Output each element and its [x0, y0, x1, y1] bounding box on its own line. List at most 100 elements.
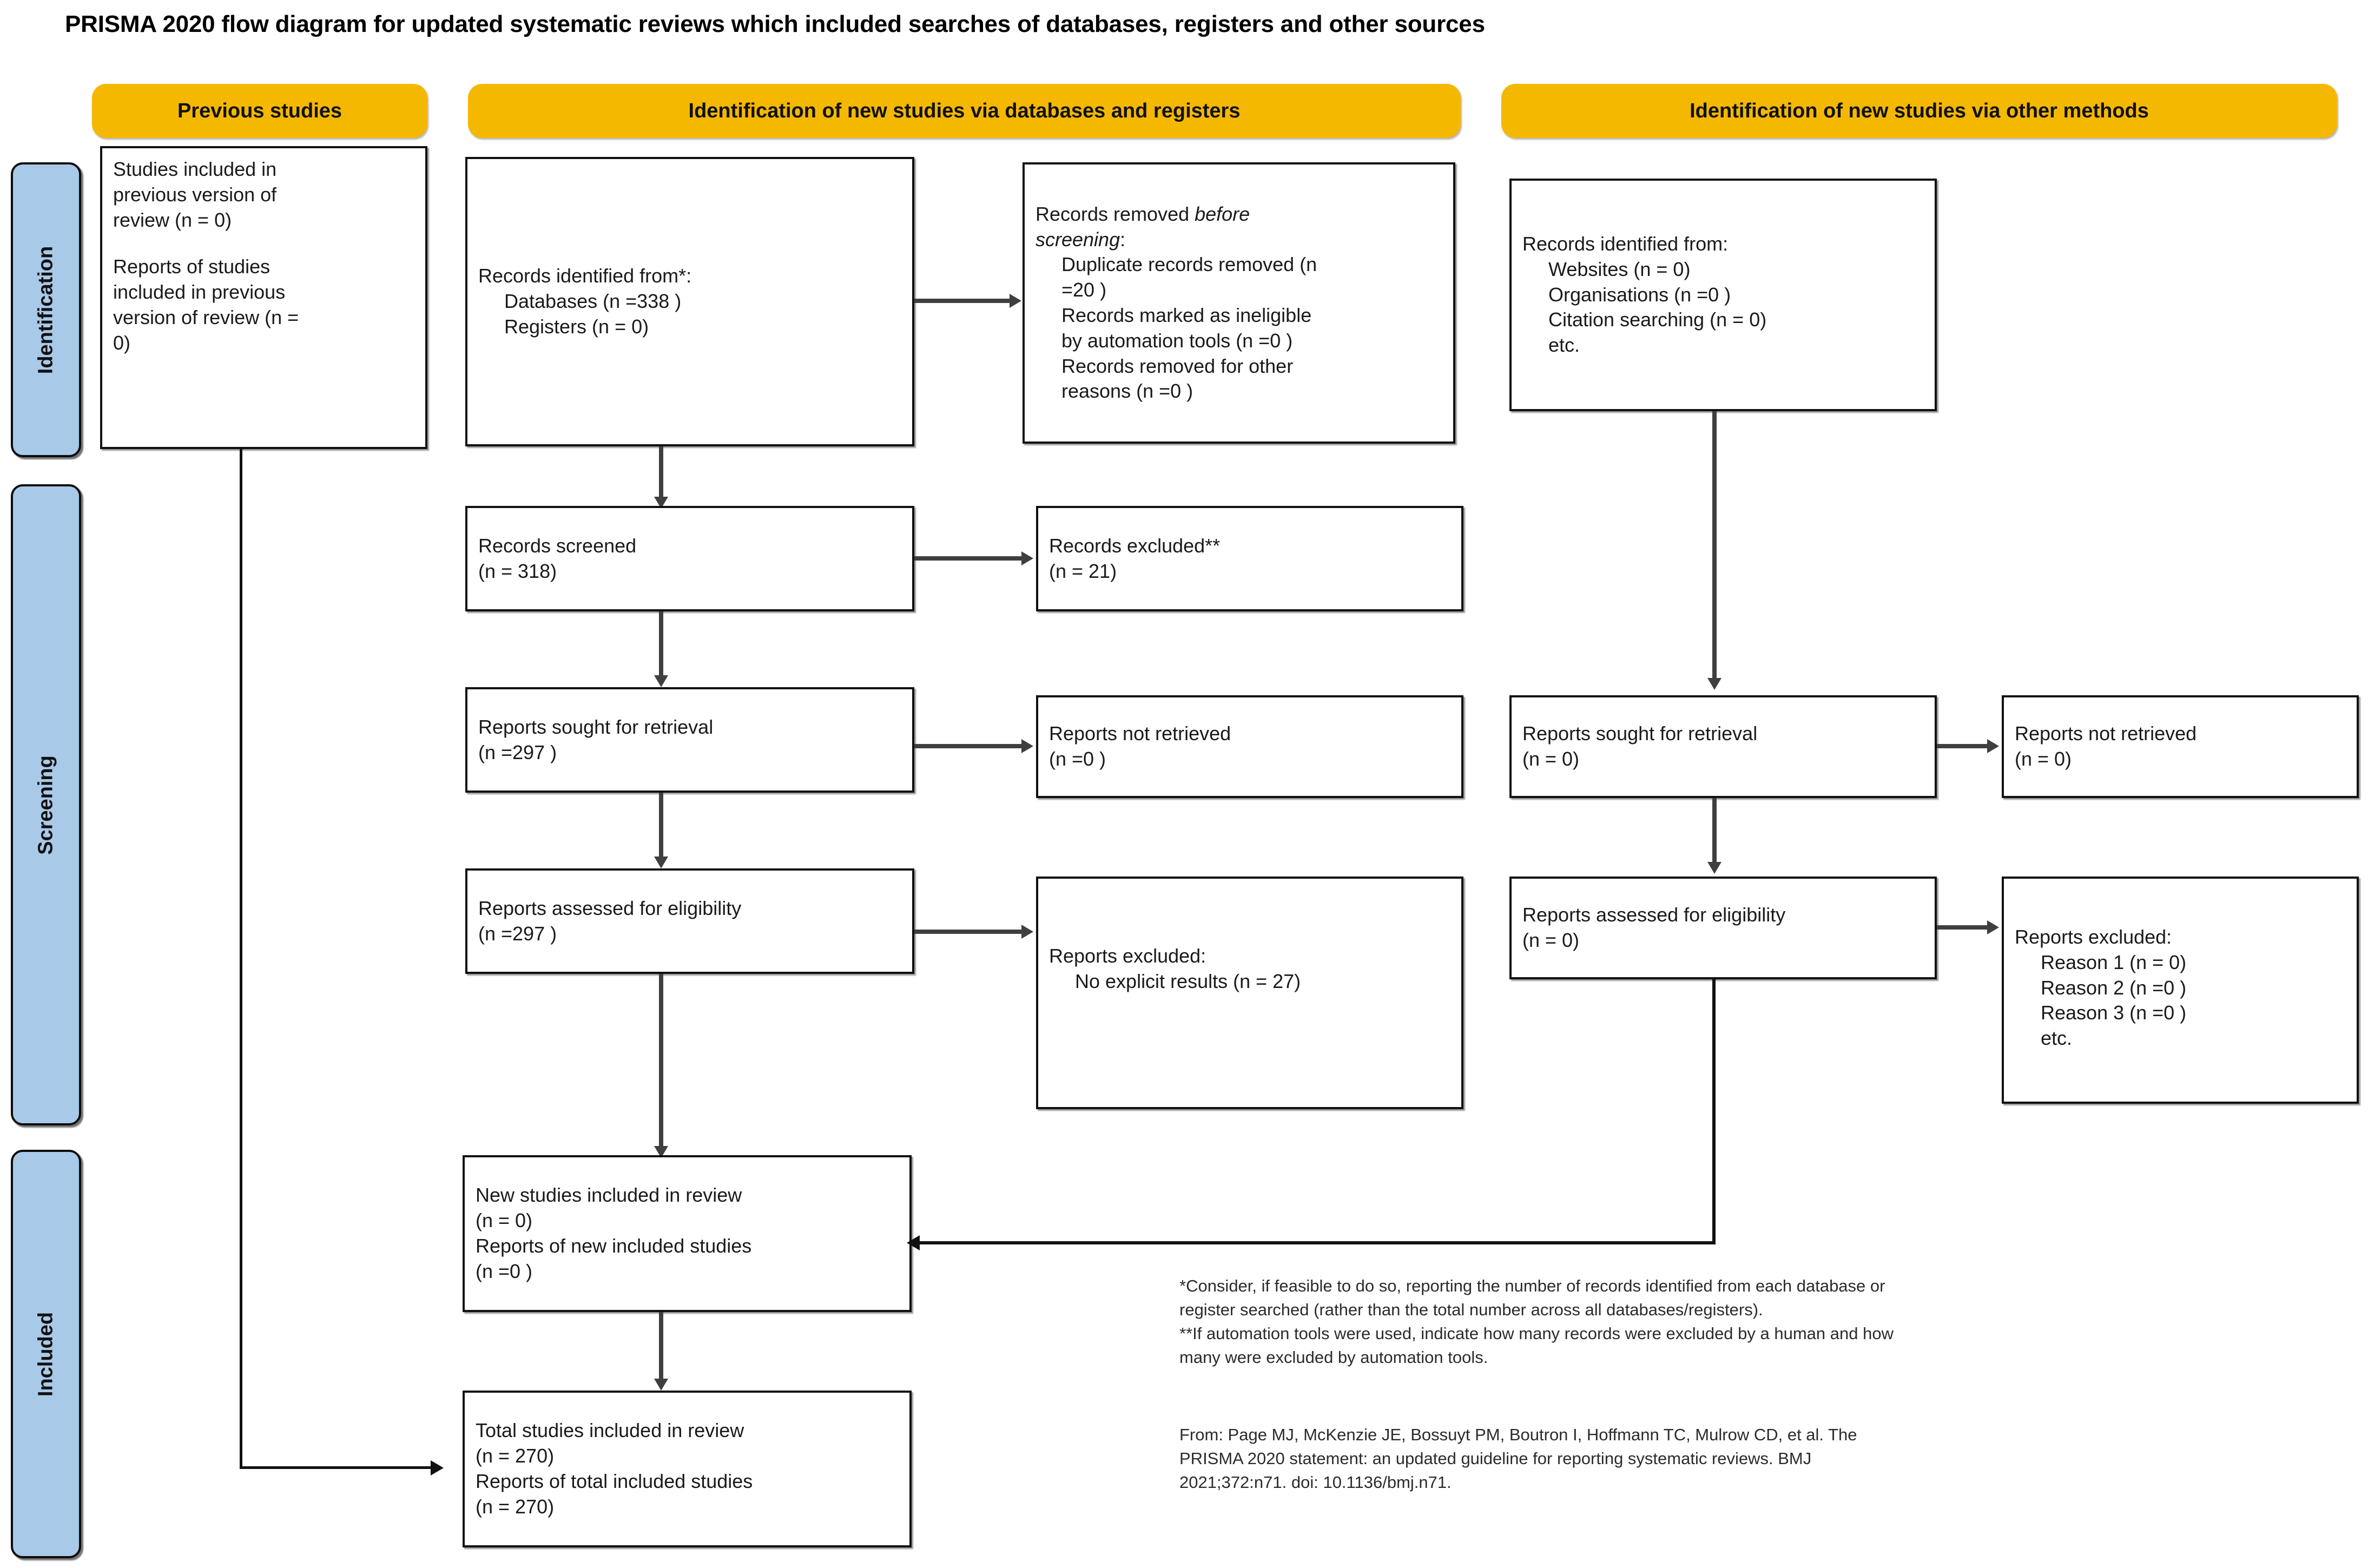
records-screened-line1: Records screened	[478, 534, 637, 557]
box-other-reports-assessed: Reports assessed for eligibility (n = 0)	[1509, 877, 1937, 979]
phase-identification: Identification	[11, 162, 81, 457]
other-reports-assessed-line2: (n = 0)	[1522, 929, 1580, 951]
phase-included: Included	[11, 1150, 81, 1558]
connector-screened-to-excluded-arrowhead	[1021, 551, 1033, 565]
box-records-screened: Records screened (n = 318)	[465, 506, 914, 611]
box-new-studies-included: New studies included in review (n = 0) R…	[463, 1155, 912, 1312]
box-other-reports-excluded: Reports excluded: Reason 1 (n = 0) Reaso…	[2002, 877, 2359, 1104]
records-screened-line2: (n = 318)	[478, 559, 557, 582]
citation-line3: 2021;372:n71. doi: 10.1136/bmj.n71.	[1179, 1473, 1452, 1492]
previous-studies-line4: Reports of studies	[113, 255, 271, 278]
reports-not-retrieved-line2: (n =0 )	[1049, 748, 1106, 770]
footnote-doublestar-line2: many were excluded by automation tools.	[1179, 1348, 1488, 1367]
new-studies-included-line1: New studies included in review	[476, 1184, 742, 1207]
connector-sought-to-not-retrieved	[914, 744, 1023, 748]
citation-line2: PRISMA 2020 statement: an updated guidel…	[1179, 1449, 1812, 1468]
records-removed-heading-italic-before: before	[1195, 202, 1250, 225]
box-records-identified: Records identified from*: Databases (n =…	[465, 157, 914, 446]
reports-assessed-line1: Reports assessed for eligibility	[478, 897, 742, 919]
records-identified-item-databases: Databases (n =338 )	[504, 290, 682, 313]
connector-sought-to-assessed	[659, 793, 663, 860]
box-reports-excluded-reasons: Reports excluded: No explicit results (n…	[1036, 877, 1463, 1109]
connector-other-sought-to-not-retrieved-arrowhead	[1987, 739, 1999, 753]
previous-studies-line6: version of review (n =	[113, 306, 299, 328]
citation-line1: From: Page MJ, McKenzie JE, Bossuyt PM, …	[1179, 1425, 1857, 1444]
connector-previous-to-total-horizontal	[240, 1466, 432, 1469]
records-removed-heading: Records removed before	[1035, 202, 1442, 227]
connector-assessed-to-excluded-arrowhead	[1021, 925, 1033, 939]
reports-excluded-item1: No explicit results (n = 27)	[1075, 970, 1301, 992]
other-reports-excluded-item4: etc.	[2041, 1027, 2073, 1050]
connector-screened-to-sought-arrowhead	[654, 675, 668, 687]
other-reports-not-retrieved-line2: (n = 0)	[2015, 748, 2072, 770]
connector-other-identified-to-sought	[1712, 411, 1717, 682]
connector-identified-to-screened	[659, 446, 663, 500]
records-removed-item1b: =20 )	[1061, 279, 1107, 301]
connector-assessed-to-excluded	[914, 930, 1023, 934]
connector-identified-to-screened-arrowhead	[654, 497, 668, 509]
footnote-star-line1: *Consider, if feasible to do so, reporti…	[1179, 1276, 1885, 1295]
records-removed-heading-colon: :	[1120, 228, 1126, 251]
records-removed-heading-italic-screening: screening	[1035, 228, 1120, 251]
connector-assessed-to-new-included-arrowhead	[654, 1146, 668, 1158]
connector-other-to-new-vertical	[1712, 979, 1716, 1244]
connector-sought-to-assessed-arrowhead	[654, 857, 668, 868]
reports-not-retrieved-line1: Reports not retrieved	[1049, 722, 1231, 745]
connector-other-to-new-horizontal	[920, 1241, 1716, 1244]
other-identified-item-websites: Websites (n = 0)	[1548, 258, 1691, 280]
connector-screened-to-sought	[659, 611, 663, 679]
new-studies-included-line2: (n = 0)	[476, 1209, 533, 1232]
header-previous-studies-label: Previous studies	[177, 99, 342, 122]
previous-studies-line2: previous version of	[113, 183, 277, 206]
reports-sought-line1: Reports sought for retrieval	[478, 715, 714, 738]
total-studies-included-line4: (n = 270)	[476, 1495, 555, 1518]
connector-other-identified-to-sought-arrowhead	[1707, 678, 1721, 690]
other-identified-item-organisations: Organisations (n =0 )	[1548, 283, 1731, 306]
box-records-excluded: Records excluded** (n = 21)	[1036, 506, 1463, 611]
other-identified-heading: Records identified from:	[1522, 233, 1729, 255]
diagram-title: PRISMA 2020 flow diagram for updated sys…	[65, 11, 1485, 37]
header-previous-studies: Previous studies	[92, 84, 427, 138]
reports-assessed-line2: (n =297 )	[478, 922, 557, 945]
other-reports-sought-line2: (n = 0)	[1522, 748, 1580, 770]
total-studies-included-line1: Total studies included in review	[476, 1419, 744, 1442]
connector-new-to-total	[659, 1312, 663, 1382]
connector-other-to-new-arrowhead	[907, 1235, 920, 1250]
records-removed-item3b: reasons (n =0 )	[1061, 380, 1193, 403]
connector-screened-to-excluded	[914, 556, 1023, 561]
phase-identification-label: Identification	[34, 246, 57, 374]
box-other-records-identified: Records identified from: Websites (n = 0…	[1509, 179, 1937, 411]
new-studies-included-line3: Reports of new included studies	[476, 1235, 752, 1257]
connector-other-sought-to-not-retrieved	[1937, 744, 1988, 748]
box-reports-assessed: Reports assessed for eligibility (n =297…	[465, 868, 914, 974]
records-identified-heading: Records identified from*:	[478, 265, 692, 287]
connector-new-to-total-arrowhead	[654, 1379, 668, 1391]
footnote-doublestar-line1: **If automation tools were used, indicat…	[1179, 1324, 1894, 1343]
connector-sought-to-not-retrieved-arrowhead	[1021, 739, 1033, 753]
previous-studies-line5: included in previous	[113, 281, 286, 304]
box-records-removed-before-screening: Records removed before screening: Duplic…	[1023, 162, 1455, 444]
records-removed-item2: Records marked as ineligible	[1061, 304, 1312, 326]
header-identification-databases-label: Identification of new studies via databa…	[688, 99, 1241, 122]
records-identified-item-registers: Registers (n = 0)	[504, 315, 649, 338]
header-identification-other-label: Identification of new studies via other …	[1690, 99, 2149, 122]
other-reports-sought-line1: Reports sought for retrieval	[1522, 722, 1758, 745]
connector-identified-to-removed-arrowhead	[1010, 294, 1021, 308]
other-reports-excluded-item1: Reason 1 (n = 0)	[2041, 951, 2187, 973]
records-excluded-line2: (n = 21)	[1049, 559, 1117, 582]
records-removed-heading-line2: screening:	[1035, 227, 1442, 253]
other-reports-excluded-item3: Reason 3 (n =0 )	[2041, 1002, 2187, 1024]
connector-other-assessed-to-excluded-arrowhead	[1987, 920, 1999, 934]
box-other-reports-not-retrieved: Reports not retrieved (n = 0)	[2002, 695, 2359, 798]
connector-identified-to-removed	[914, 299, 1011, 303]
previous-studies-line1: Studies included in	[113, 158, 277, 180]
records-excluded-line1: Records excluded**	[1049, 534, 1221, 557]
box-total-studies-included: Total studies included in review (n = 27…	[463, 1391, 912, 1547]
previous-studies-line3: review (n = 0)	[113, 208, 232, 231]
box-other-reports-sought: Reports sought for retrieval (n = 0)	[1509, 695, 1937, 798]
header-identification-other: Identification of new studies via other …	[1501, 84, 2337, 138]
reports-excluded-heading: Reports excluded:	[1049, 945, 1206, 967]
box-previous-studies: Studies included in previous version of …	[100, 146, 427, 449]
reports-sought-line2: (n =297 )	[478, 741, 557, 763]
